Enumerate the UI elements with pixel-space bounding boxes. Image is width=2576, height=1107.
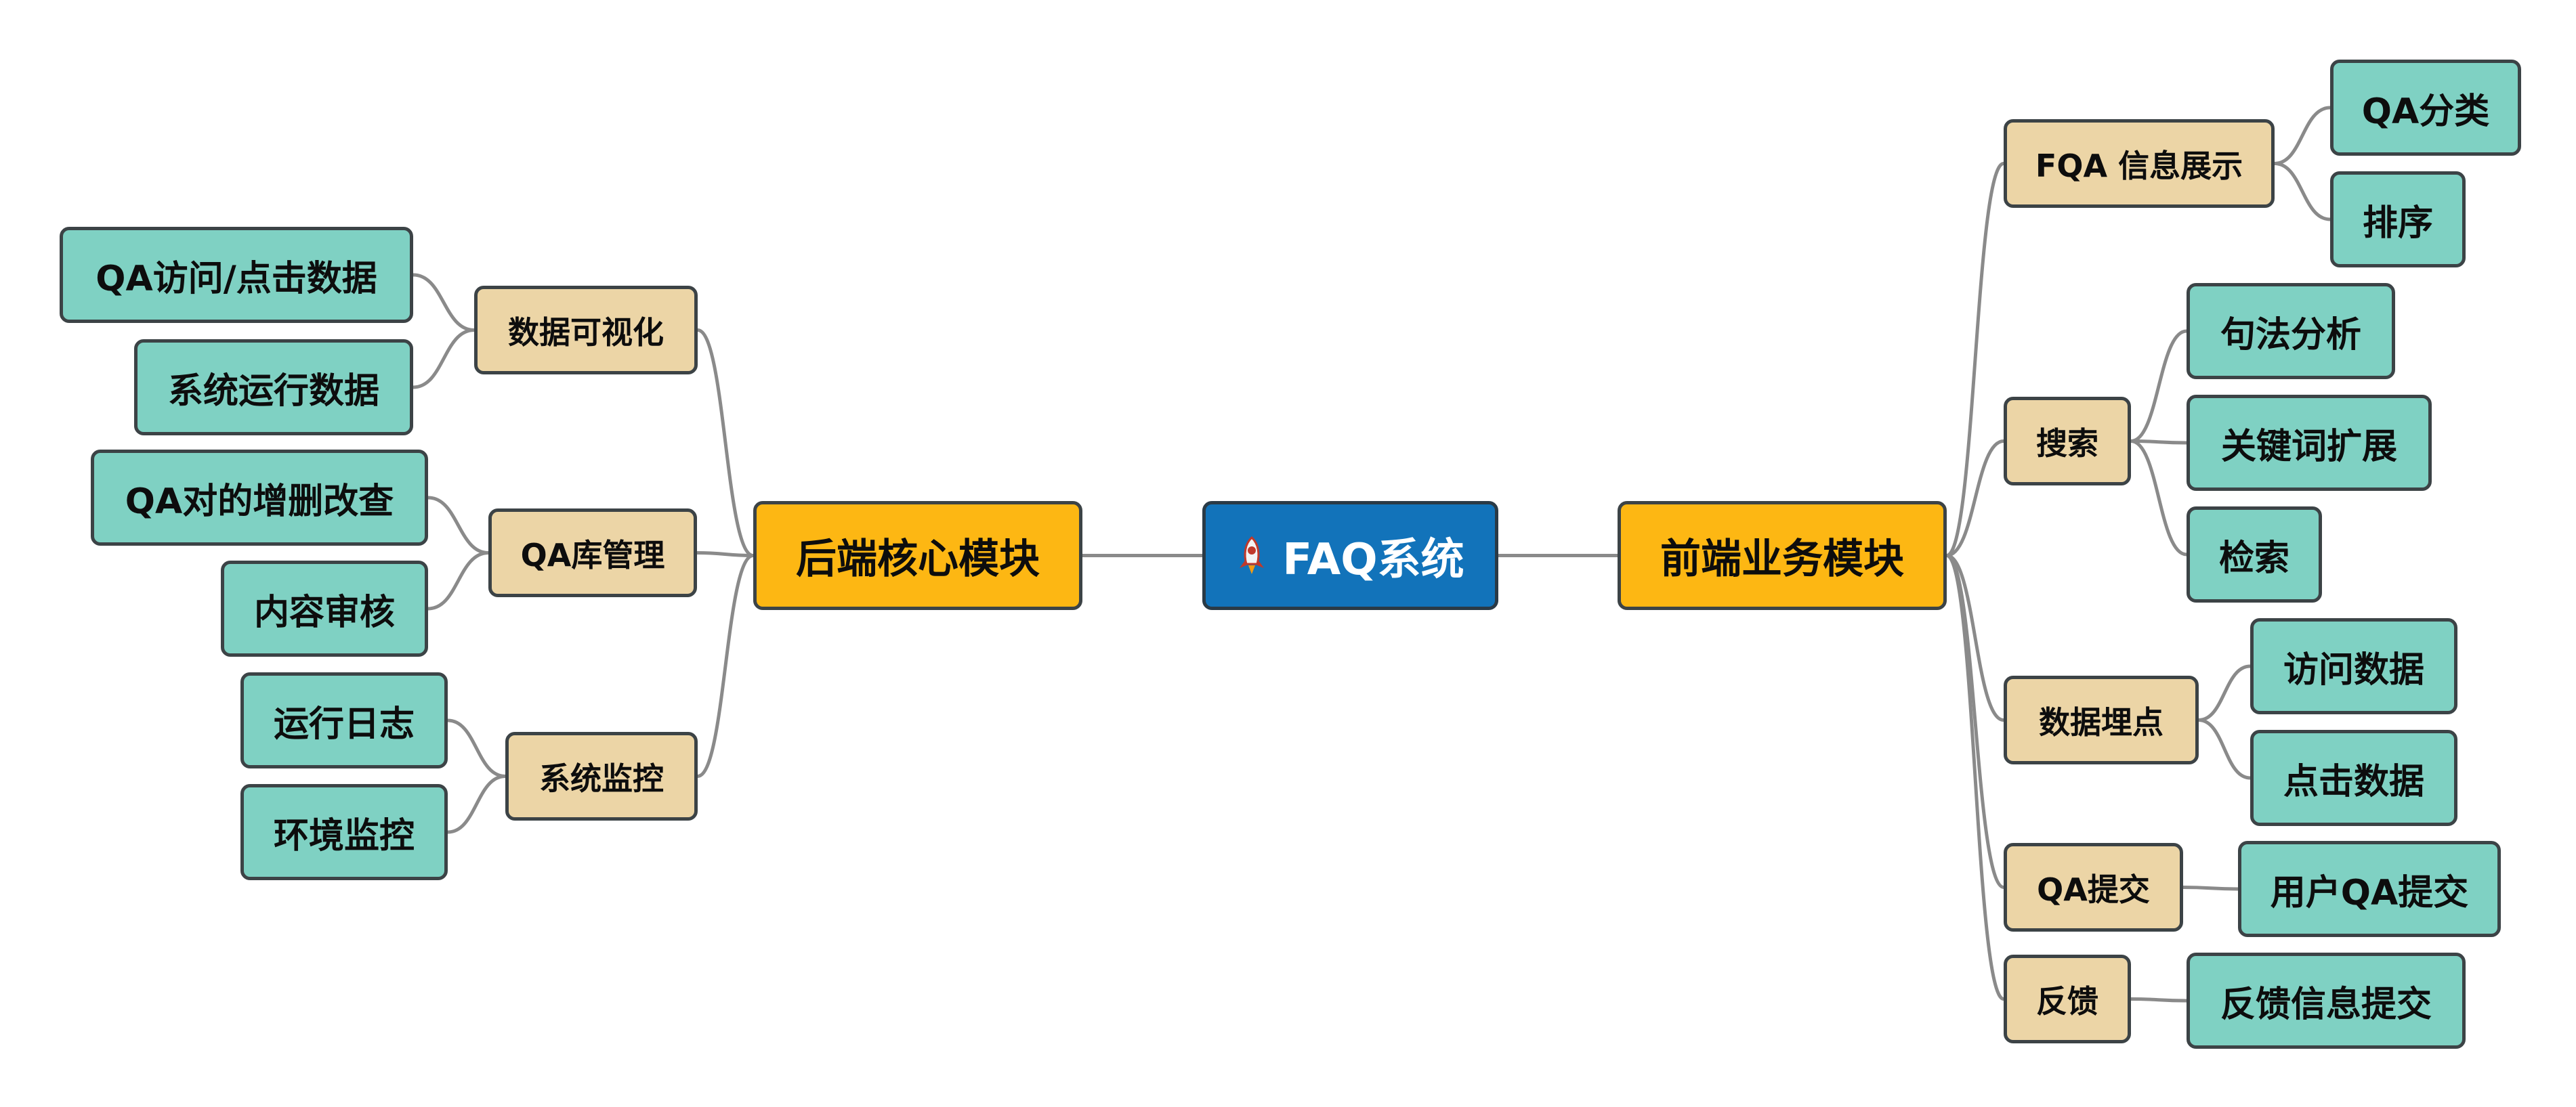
- leaf-node-keyword-expansion[interactable]: 关键词扩展: [2187, 395, 2432, 491]
- connector-leaf-node-click-data: [2198, 718, 2251, 780]
- connector-leaf-node-qa-category: [2274, 106, 2331, 165]
- connector-sub-node-faq-info-display: [1945, 162, 2005, 557]
- leaf-node-access-data[interactable]: 访问数据: [2250, 618, 2457, 714]
- leaf-node-syntax-analysis[interactable]: 句法分析: [2187, 283, 2395, 379]
- leaf-node-qa-crud[interactable]: QA对的增删改查: [91, 450, 428, 546]
- leaf-node-content-review[interactable]: 内容审核: [221, 561, 428, 657]
- leaf-node-user-qa-submit[interactable]: 用户QA提交: [2238, 841, 2501, 937]
- connector-leaf-node-syntax-analysis: [2130, 329, 2187, 443]
- connector-leaf-node-qa-crud: [427, 496, 489, 555]
- connector-leaf-node-feedback-submit: [2130, 997, 2187, 1003]
- connector-leaf-node-access-data: [2198, 664, 2251, 722]
- sub-node-data-visualization[interactable]: 数据可视化: [474, 286, 698, 374]
- connector-leaf-node-sort: [2274, 162, 2331, 221]
- main-node-backend[interactable]: 后端核心模块: [753, 501, 1082, 610]
- connector-sub-node-data-visualization: [697, 328, 754, 557]
- connector-leaf-node-environment-monitoring: [447, 775, 506, 834]
- root-label: FAQ系统: [1282, 534, 1464, 585]
- main-node-frontend[interactable]: 前端业务模块: [1618, 501, 1947, 610]
- sub-node-qa-submit[interactable]: QA提交: [2004, 843, 2183, 932]
- sub-node-data-tracking[interactable]: 数据埋点: [2004, 676, 2199, 764]
- connector-leaf-node-run-log: [447, 718, 506, 778]
- leaf-node-environment-monitoring[interactable]: 环境监控: [240, 784, 448, 880]
- sub-node-feedback[interactable]: 反馈: [2004, 955, 2131, 1043]
- connector-leaf-node-content-review: [427, 551, 489, 611]
- connector-sub-node-data-tracking: [1946, 554, 2004, 722]
- leaf-node-click-data[interactable]: 点击数据: [2250, 730, 2457, 826]
- connector-leaf-node-retrieval: [2130, 439, 2187, 557]
- connector-leaf-node-system-runtime-data: [413, 328, 475, 389]
- root-node[interactable]: FAQ系统: [1202, 501, 1498, 610]
- connector-sub-node-feedback: [1945, 554, 2005, 1001]
- connector-leaf-node-user-qa-submit: [2182, 886, 2239, 891]
- sub-node-search[interactable]: 搜索: [2004, 397, 2131, 485]
- rocket-icon: [1240, 536, 1265, 574]
- leaf-node-qa-category[interactable]: QA分类: [2330, 60, 2521, 156]
- connector-sub-node-qa-submit: [1945, 554, 2005, 889]
- connector-sub-node-search: [1946, 439, 2004, 557]
- sub-node-faq-info-display[interactable]: FQA 信息展示: [2004, 119, 2275, 208]
- connector-leaf-node-qa-access-click-data: [413, 273, 475, 332]
- connector-leaf-node-keyword-expansion: [2130, 439, 2187, 445]
- connector-sub-node-qa-library: [696, 551, 754, 557]
- leaf-node-retrieval[interactable]: 检索: [2187, 506, 2322, 603]
- leaf-node-qa-access-click-data[interactable]: QA访问/点击数据: [60, 227, 413, 323]
- connector-sub-node-system-monitoring: [697, 554, 754, 778]
- leaf-node-system-runtime-data[interactable]: 系统运行数据: [134, 339, 413, 435]
- leaf-node-run-log[interactable]: 运行日志: [240, 672, 448, 768]
- leaf-node-sort[interactable]: 排序: [2330, 171, 2466, 267]
- leaf-node-feedback-submit[interactable]: 反馈信息提交: [2187, 953, 2466, 1049]
- sub-node-qa-library[interactable]: QA库管理: [488, 508, 697, 597]
- sub-node-system-monitoring[interactable]: 系统监控: [505, 732, 698, 821]
